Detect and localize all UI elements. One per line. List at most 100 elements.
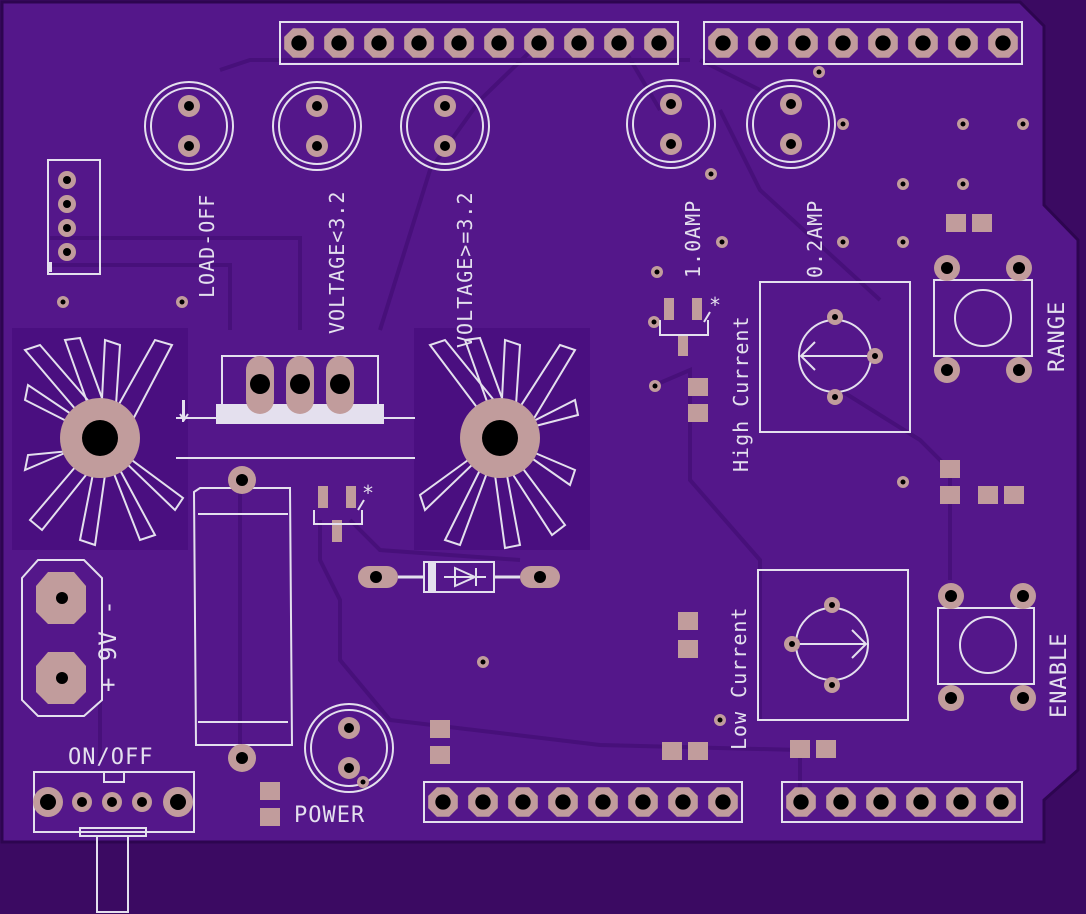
header-pin-hole <box>953 794 969 810</box>
smd-pad <box>688 404 708 422</box>
asterisk-mark-top: * <box>709 293 722 317</box>
smd-pad <box>688 378 708 396</box>
header-top-left <box>279 21 679 65</box>
led-voltage-high-ring-inner <box>406 87 484 165</box>
via-drill <box>900 479 906 485</box>
label-1amp: 1.0AMP <box>681 200 705 278</box>
sot23-top <box>659 311 711 336</box>
header-pin-hole <box>995 35 1011 51</box>
led-load-off-hole-b <box>184 141 194 151</box>
led-power-hole-b <box>344 763 354 773</box>
header-pin-hole <box>491 35 507 51</box>
header-pin-hole <box>833 794 849 810</box>
led-voltage-high <box>400 81 490 171</box>
header-pin-hole <box>675 794 691 810</box>
led-1amp-hole-a <box>666 99 676 109</box>
label-9v: + 9V - <box>94 599 122 692</box>
via-drill <box>652 383 658 389</box>
header-pin-hole <box>435 794 451 810</box>
header-top-right-pins <box>708 28 1018 58</box>
led-voltage-high-hole-a <box>440 101 450 111</box>
label-low-current: Low Current <box>727 607 751 750</box>
led-load-off-ring-inner <box>150 87 228 165</box>
header-pin-hole <box>555 794 571 810</box>
led-load-off <box>144 81 234 171</box>
smd-pad <box>430 746 450 764</box>
header-pin-hole <box>331 35 347 51</box>
header-pin-hole <box>715 794 731 810</box>
smd-pad <box>678 612 698 630</box>
via-drill <box>960 121 966 127</box>
via-drill <box>816 69 822 75</box>
via-drill <box>1020 121 1026 127</box>
header-pin-hole <box>715 35 731 51</box>
via-drill <box>900 181 906 187</box>
via-drill <box>480 659 486 665</box>
button-enable <box>937 583 1036 711</box>
header-pin-hole <box>955 35 971 51</box>
terminal-9v <box>21 559 103 717</box>
led-02amp-hole-b <box>786 139 796 149</box>
led-1amp <box>626 79 716 169</box>
header-pin-hole <box>531 35 547 51</box>
sot23-mid <box>313 499 365 525</box>
heatsink-left-mount-hole <box>82 420 118 456</box>
led-02amp-hole-a <box>786 99 796 109</box>
led-power-hole-a <box>344 723 354 733</box>
led-02amp-ring-outer <box>746 79 836 169</box>
led-load-off-hole-a <box>184 101 194 111</box>
heatsink-right-mount-hole <box>482 420 518 456</box>
smd-pad <box>678 334 688 356</box>
led-02amp <box>746 79 836 169</box>
diode <box>358 561 560 593</box>
label-high-current: High Current <box>729 316 753 473</box>
smd-pad <box>940 486 960 504</box>
header-bottom-right <box>781 781 1023 823</box>
led-load-off-ring-outer <box>144 81 234 171</box>
header-pin-hole <box>571 35 587 51</box>
battery-holder-outline <box>192 466 294 772</box>
smd-pad <box>978 486 998 504</box>
via-drill <box>840 239 846 245</box>
led-power-ring-inner <box>310 709 388 787</box>
smd-pad <box>318 486 328 508</box>
via-drill <box>360 779 366 785</box>
label-on-off: ON/OFF <box>68 745 153 770</box>
header-pin-hole <box>793 794 809 810</box>
header-pin-hole <box>291 35 307 51</box>
header-pin-hole <box>835 35 851 51</box>
label-voltage-high: VOLTAGE>=3.2 <box>453 192 477 349</box>
regulator-to220 <box>216 355 384 424</box>
led-1amp-ring-outer <box>626 79 716 169</box>
via-drill <box>708 171 714 177</box>
smd-pad <box>662 742 682 760</box>
power-switch <box>33 771 195 913</box>
header-bottom-left-pins <box>428 787 738 817</box>
smd-pad <box>260 808 280 826</box>
led-1amp-ring-inner <box>632 85 710 163</box>
via-drill <box>900 239 906 245</box>
button-range <box>933 255 1033 383</box>
header-pin-hole <box>915 35 931 51</box>
smd-pad <box>972 214 992 232</box>
via-drill <box>654 269 660 275</box>
led-power-ring-outer <box>304 703 394 793</box>
label-range: RANGE <box>1045 301 1070 372</box>
label-02amp: 0.2AMP <box>803 200 827 278</box>
smd-pad <box>430 720 450 738</box>
via-drill <box>179 299 185 305</box>
via-group <box>57 66 1029 788</box>
header-pin-hole <box>595 794 611 810</box>
header-pin-hole <box>371 35 387 51</box>
smd-pad <box>1004 486 1024 504</box>
header-pin-hole <box>873 794 889 810</box>
header-pin-hole <box>451 35 467 51</box>
header-pin-hole <box>635 794 651 810</box>
header-pin-hole <box>795 35 811 51</box>
smd-pad <box>816 740 836 758</box>
header-bottom-right-pins <box>786 787 1016 817</box>
via-drill <box>840 121 846 127</box>
smd-pad <box>692 298 702 320</box>
header-top-right <box>703 21 1023 65</box>
